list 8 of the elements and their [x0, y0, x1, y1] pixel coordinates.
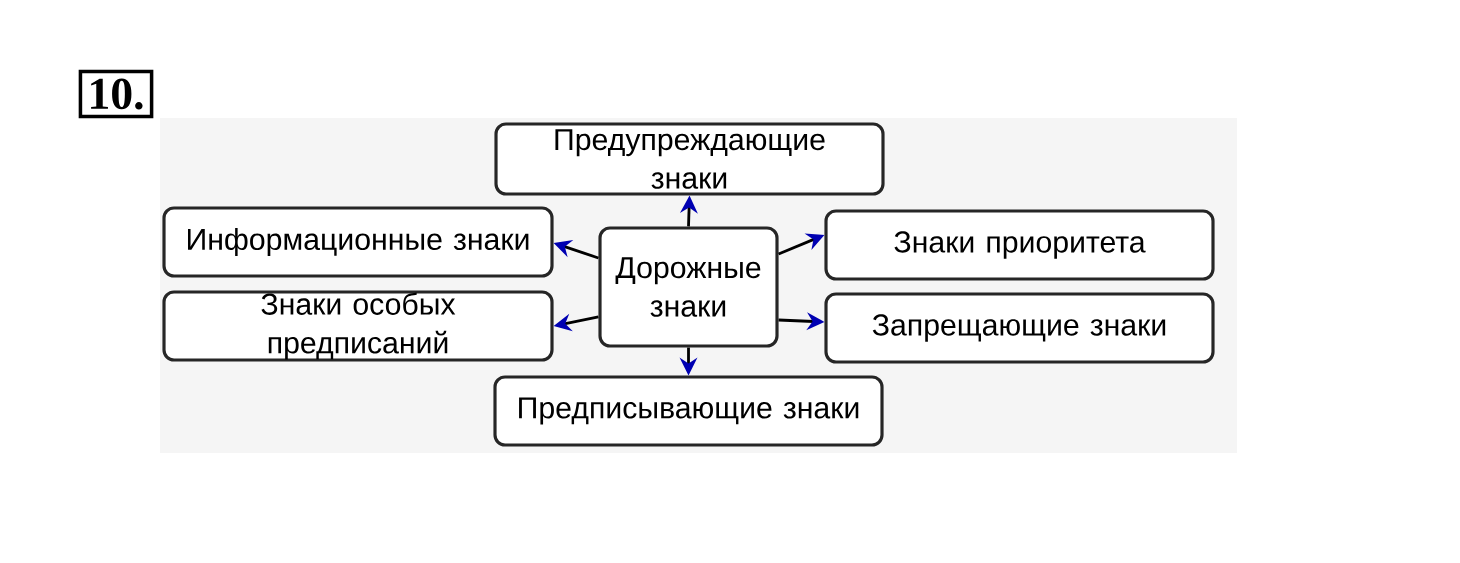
category-box: Знаки особых предписаний [162, 290, 554, 362]
exercise-number: 10. [78, 69, 154, 119]
category-box: Предупреждающие знаки [494, 122, 885, 196]
category-box: Предписывающие знаки [493, 375, 884, 447]
category-box: Запрещающие знаки [824, 292, 1215, 364]
category-box: Знаки приоритета [824, 209, 1215, 281]
category-box: Информационные знаки [162, 206, 554, 278]
central-box: Дорожные знаки [598, 226, 779, 348]
